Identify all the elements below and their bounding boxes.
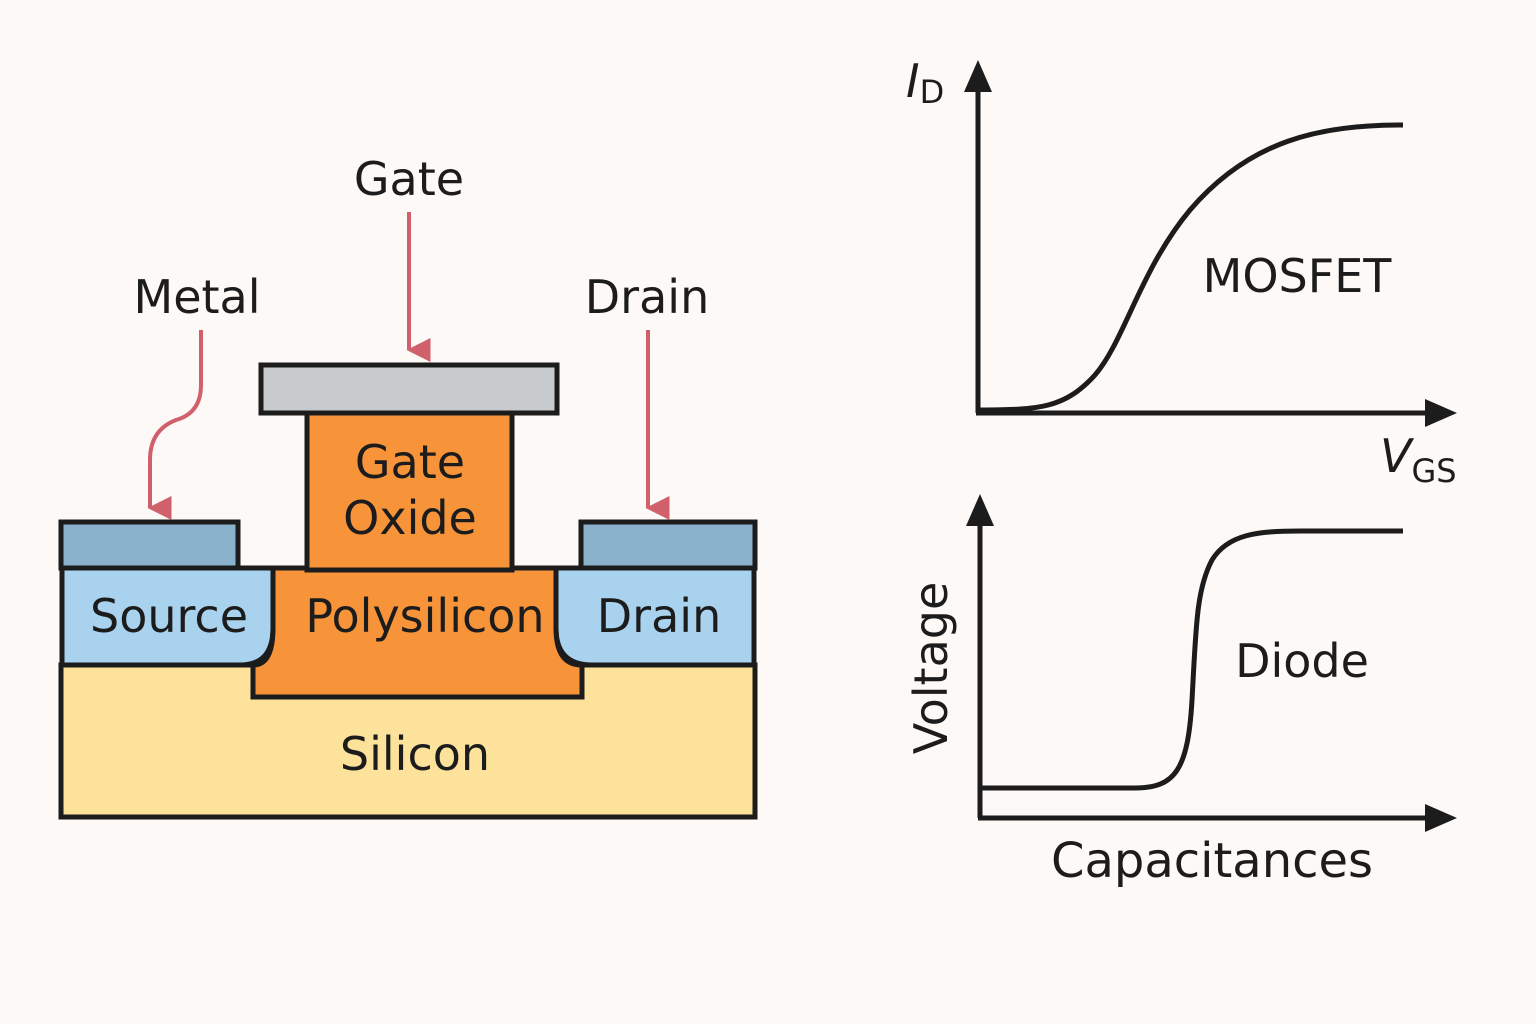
mosfet-x-subscript: GS <box>1411 452 1456 490</box>
mosfet-y-symbol: I <box>906 54 920 108</box>
mosfet-y-label: ID <box>906 54 944 111</box>
cross-section: Gate Metal Drain Gate Oxide Source Polys… <box>58 152 758 820</box>
gate-oxide <box>304 410 515 573</box>
source-label: Source <box>90 589 248 643</box>
drain-region-label: Drain <box>597 589 721 643</box>
mosfet-chart: ID VGS MOSFET <box>906 54 1457 490</box>
mosfet-y-arrowhead <box>964 60 992 92</box>
diode-x-arrowhead <box>1425 804 1457 832</box>
drain-metal-contact <box>578 519 758 571</box>
source-metal-contact <box>58 519 241 571</box>
mosfet-y-subscript: D <box>920 73 945 111</box>
mosfet-x-label: VGS <box>1380 429 1457 490</box>
gate-oxide-label-line1: Gate <box>355 435 465 489</box>
mosfet-x-arrowhead <box>1425 399 1457 427</box>
diode-y-arrowhead <box>966 494 994 526</box>
gate-label: Gate <box>354 152 464 206</box>
diode-chart: Voltage Capacitances Diode <box>904 494 1457 889</box>
gate-oxide-label-line2: Oxide <box>343 491 477 545</box>
mosfet-curve <box>979 122 1404 413</box>
diode-y-label: Voltage <box>904 582 958 755</box>
mosfet-x-symbol: V <box>1380 429 1415 483</box>
polysilicon-region <box>250 565 585 700</box>
polysilicon-label: Polysilicon <box>305 589 544 643</box>
silicon-label: Silicon <box>340 727 490 781</box>
diode-x-label: Capacitances <box>1051 833 1373 889</box>
diode-curve <box>982 528 1403 791</box>
metal-arrow <box>147 330 203 520</box>
mosfet-series-label: MOSFET <box>1203 249 1393 303</box>
diode-series-label: Diode <box>1235 634 1369 688</box>
drain-top-label: Drain <box>585 270 709 324</box>
metal-label: Metal <box>134 270 261 324</box>
gate-metal <box>258 362 560 416</box>
